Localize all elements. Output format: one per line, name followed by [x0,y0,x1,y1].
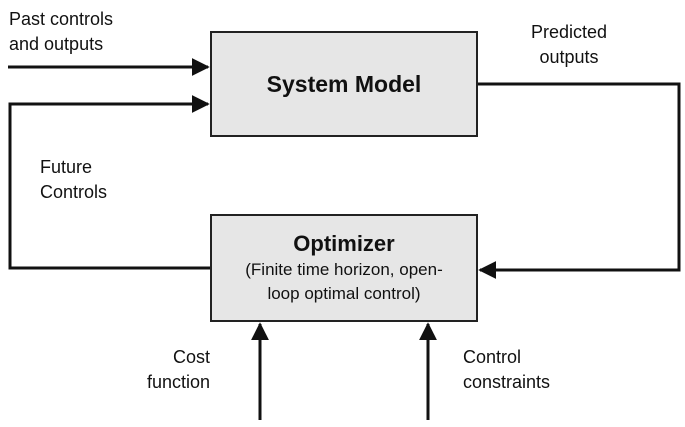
past-label-line1: Past controls [9,9,114,29]
cost-label-line1: Cost [173,347,211,367]
cost-function-label: Cost function [147,345,210,395]
predicted-outputs-label: Predicted outputs [531,20,607,70]
past-label-line2: and outputs [9,34,104,54]
control-constraints-label: Control constraints [463,345,550,395]
past-controls-label: Past controls and outputs [9,7,113,57]
optimizer-subtitle-line1: (Finite time horizon, open- [245,260,443,279]
predicted-label-line1: Predicted [531,22,608,42]
future-label-line2: Controls [40,182,108,202]
future-controls-arrow [8,95,210,270]
predicted-outputs-arrow [478,82,681,279]
future-label-line1: Future [40,157,93,177]
cost-label-line2: function [147,372,211,392]
predicted-label-line2: outputs [539,47,599,67]
constraints-label-line1: Control [463,347,522,367]
system-model-title: System Model [266,70,422,97]
system-model-box: System Model [210,31,478,137]
optimizer-title: Optimizer [293,231,395,256]
constraints-label-line2: constraints [463,372,551,392]
optimizer-subtitle-line2: loop optimal control) [267,284,421,303]
future-controls-label: Future Controls [40,155,107,205]
optimizer-box: Optimizer (Finite time horizon, open- lo… [210,214,478,322]
